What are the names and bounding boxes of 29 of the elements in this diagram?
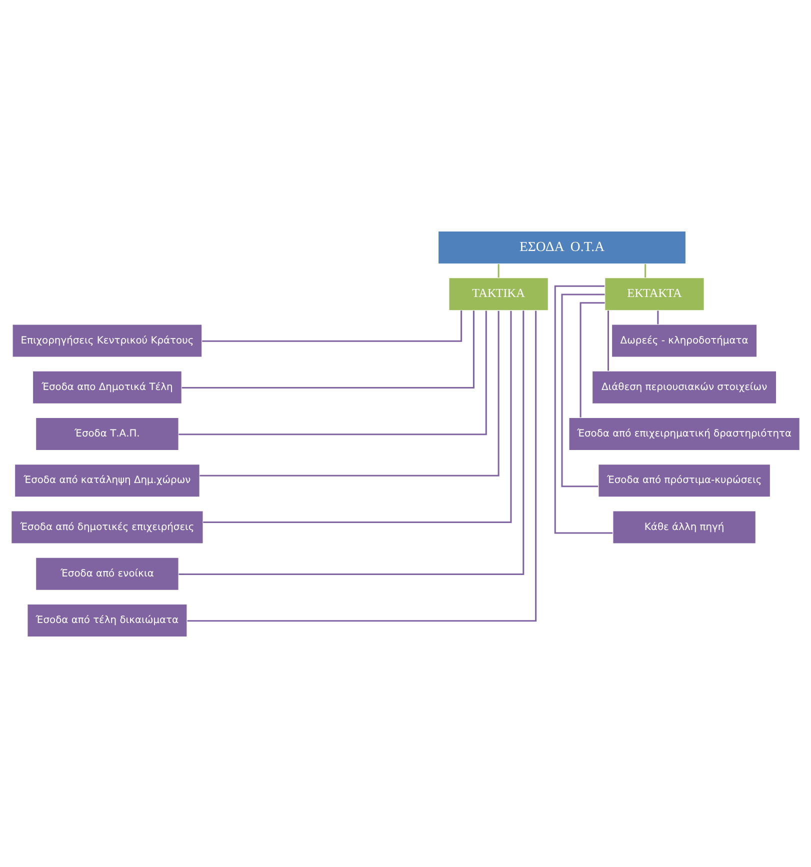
connector: [203, 310, 512, 523]
node-box: Κάθε άλλη πηγή: [612, 510, 756, 544]
node-box: Έσοδα από δημοτικές επιχειρήσεις: [10, 510, 204, 544]
node-box: Διάθεση περιουσιακών στοιχείων: [592, 370, 777, 404]
node-box: Έσοδα από ενοίκια: [35, 556, 180, 590]
connector: [202, 310, 462, 342]
connector: [178, 310, 524, 575]
connector: [644, 264, 646, 278]
connector: [187, 310, 537, 622]
connector: [554, 284, 613, 534]
connector: [580, 302, 605, 417]
node-box: Έσοδα Τ.Α.Π.: [35, 416, 180, 450]
node-box: Έσοδα από τέλη δικαιώματα: [26, 603, 188, 637]
node-box: Έσοδα από κατάληψη Δημ.χώρων: [14, 463, 200, 497]
node-box: ΕΣΟΔΑ Ο.Τ.Α: [438, 230, 686, 264]
node-box: Δωρεές - κληροδοτήματα: [611, 323, 758, 358]
node-box: ΤΑΚΤΙΚΑ: [448, 276, 549, 310]
node-box: Επιχορηγήσεις Κεντρικού Κράτους: [12, 323, 202, 358]
connector: [498, 264, 500, 278]
connector: [200, 310, 500, 476]
connector: [607, 310, 610, 370]
connector: [561, 293, 605, 487]
connector: [178, 310, 487, 435]
node-box: Έσοδα απο Δημοτικά Τέλη: [32, 370, 182, 404]
node-box: ΕΚΤΑΚΤΑ: [604, 276, 705, 310]
node-box: Έσοδα από επιχειρηματική δραστηριότητα: [568, 416, 800, 450]
connector: [182, 310, 474, 388]
node-box: Έσοδα από πρόστιμα-κυρώσεις: [598, 463, 771, 497]
connector: [657, 310, 659, 324]
